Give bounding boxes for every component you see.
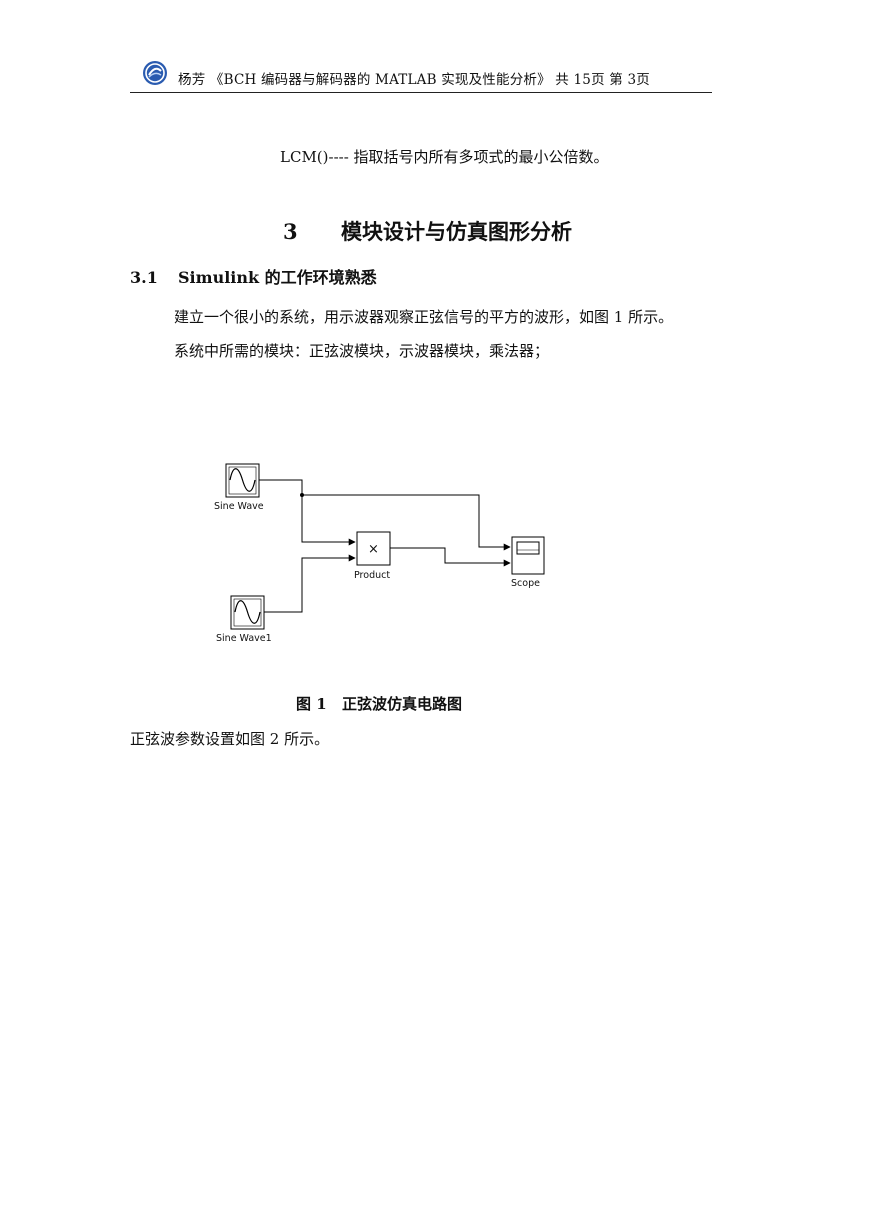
section-title: 3 模块设计与仿真图形分析 bbox=[283, 216, 572, 246]
subsection-number: 3.1 bbox=[130, 268, 158, 287]
product-block: × Product bbox=[354, 531, 391, 581]
header-text: 杨芳 《BCH 编码器与解码器的 MATLAB 实现及性能分析》 共 15页 第… bbox=[178, 72, 650, 88]
scope-label: Scope bbox=[511, 578, 540, 589]
signal-lines bbox=[259, 479, 511, 613]
product-symbol: × bbox=[368, 542, 379, 557]
sine-wave1-icon bbox=[234, 600, 261, 624]
subsection-title-text: Simulink 的工作环境熟悉 bbox=[178, 268, 377, 287]
subsection-title: 3.1 Simulink 的工作环境熟悉 bbox=[130, 264, 377, 288]
figure-caption: 图 1 正弦波仿真电路图 bbox=[296, 693, 462, 714]
lcm-definition: LCM()---- 指取括号内所有多项式的最小公倍数。 bbox=[280, 148, 609, 166]
sine-wave-icon bbox=[229, 468, 256, 492]
figure-caption-text: 正弦波仿真电路图 bbox=[342, 695, 463, 713]
simulink-diagram: Sine Wave Sine Wave1 × Product Scope bbox=[214, 463, 545, 644]
paragraph-3: 正弦波参数设置如图 2 所示。 bbox=[130, 730, 330, 748]
sine-wave1-label: Sine Wave1 bbox=[216, 633, 272, 644]
product-label: Product bbox=[354, 570, 390, 581]
paragraph-1: 建立一个很小的系统，用示波器观察正弦信号的平方的波形，如图 1 所示。 bbox=[174, 308, 674, 326]
scope-block: Scope bbox=[511, 536, 545, 589]
figure-number: 图 1 bbox=[296, 695, 327, 713]
branch-point bbox=[300, 493, 304, 497]
university-logo-icon bbox=[143, 61, 167, 85]
sine-wave1-block: Sine Wave1 bbox=[216, 595, 272, 644]
paragraph-2: 系统中所需的模块：正弦波模块，示波器模块，乘法器； bbox=[174, 342, 550, 360]
section-title-text: 模块设计与仿真图形分析 bbox=[341, 219, 572, 244]
section-number: 3 bbox=[283, 219, 298, 244]
sine-wave-label: Sine Wave bbox=[214, 501, 264, 512]
sine-wave-block: Sine Wave bbox=[214, 463, 264, 512]
page-header: 杨芳 《BCH 编码器与解码器的 MATLAB 实现及性能分析》 共 15页 第… bbox=[130, 58, 712, 93]
